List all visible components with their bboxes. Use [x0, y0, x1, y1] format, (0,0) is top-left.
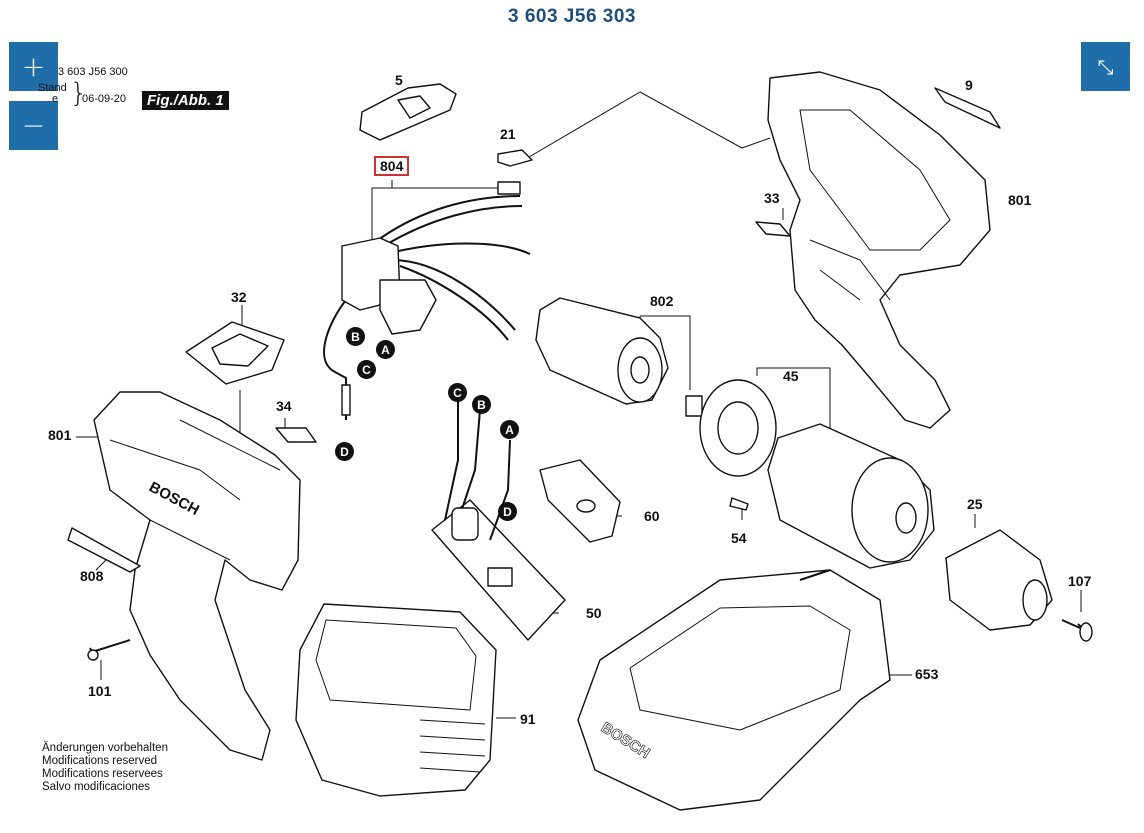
note-fr: Modifications reservees — [42, 768, 163, 780]
motor-pinion — [685, 395, 703, 417]
connector-marker-d: D — [335, 442, 354, 461]
brace-icon: } — [70, 78, 88, 109]
connector-marker-b-2: B — [472, 395, 491, 414]
zoom-in-button[interactable]: + — [9, 42, 58, 91]
part-label-45[interactable]: 45 — [783, 368, 799, 384]
part-653-charger — [577, 569, 891, 811]
part-label-21[interactable]: 21 — [500, 126, 516, 142]
part-number: 3 603 J56 300 — [58, 66, 128, 78]
part-label-33[interactable]: 33 — [764, 190, 780, 206]
part-34-clip — [275, 427, 317, 443]
minus-icon: − — [21, 108, 46, 142]
part-9-strip — [934, 87, 1001, 129]
zoom-out-button[interactable]: − — [9, 101, 58, 150]
part-label-32[interactable]: 32 — [231, 289, 247, 305]
part-label-60[interactable]: 60 — [644, 508, 660, 524]
screw-54 — [729, 497, 749, 511]
part-label-801-right[interactable]: 801 — [1008, 192, 1032, 208]
part-label-5[interactable]: 5 — [395, 72, 403, 88]
connector-marker-b: B — [346, 327, 365, 346]
part-label-34[interactable]: 34 — [276, 398, 292, 414]
stand-label: Stand — [38, 82, 67, 94]
part-label-54[interactable]: 54 — [731, 530, 747, 546]
part-21-clip — [497, 149, 533, 167]
part-label-804[interactable]: 804 — [374, 156, 410, 176]
page-title: 3 603 J56 303 — [507, 6, 636, 27]
e-label: e — [52, 93, 59, 105]
leader-21 — [528, 91, 771, 158]
note-en: Modifications reserved — [42, 755, 158, 767]
part-808-strip — [67, 527, 141, 573]
connector-marker-c: C — [357, 360, 376, 379]
figure-badge: Fig./Abb. 1 — [142, 91, 229, 110]
connector-marker-d-2: D — [498, 502, 517, 521]
part-label-801-left[interactable]: 801 — [48, 427, 72, 443]
part-label-653[interactable]: 653 — [915, 666, 939, 682]
fit-view-button[interactable]: ⤡ — [1081, 42, 1130, 91]
connector-marker-c-2: C — [448, 383, 467, 402]
connector-marker-a: A — [376, 340, 395, 359]
part-label-808[interactable]: 808 — [80, 568, 104, 584]
modification-notes: Änderungen vorbehalten Modifications res… — [42, 742, 168, 794]
note-de: Änderungen vorbehalten — [42, 742, 168, 754]
collapse-arrows-icon: ⤡ — [1097, 54, 1114, 79]
note-es: Salvo modificaciones — [42, 781, 151, 793]
part-label-107[interactable]: 107 — [1068, 573, 1092, 589]
plus-icon: + — [21, 49, 46, 83]
connector-marker-a-2: A — [500, 420, 519, 439]
connector-plug — [497, 181, 521, 195]
housing-801-left — [93, 391, 301, 761]
part-91-battery — [295, 603, 497, 797]
revision-date: 06-09-20 — [82, 93, 127, 105]
part-label-91[interactable]: 91 — [520, 711, 536, 727]
part-label-9[interactable]: 9 — [965, 77, 973, 93]
part-label-25[interactable]: 25 — [967, 496, 983, 512]
part-label-101[interactable]: 101 — [88, 683, 112, 699]
part-33-clip — [755, 221, 791, 237]
part-label-802[interactable]: 802 — [650, 293, 674, 309]
part-label-50[interactable]: 50 — [586, 605, 602, 621]
